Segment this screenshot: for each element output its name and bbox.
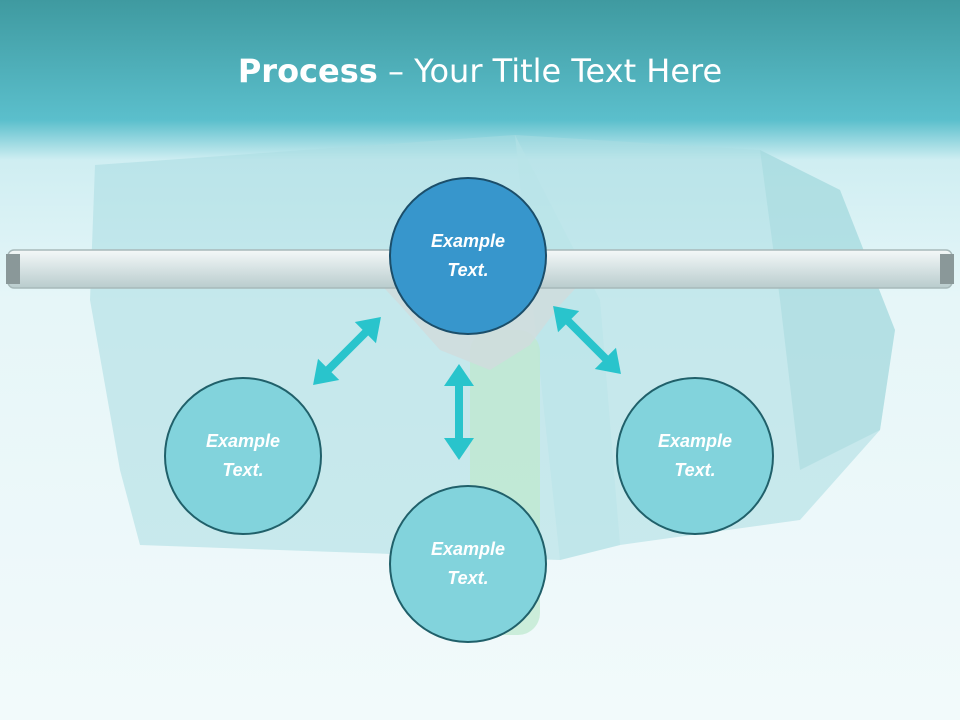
title-rest: – Your Title Text Here bbox=[377, 52, 723, 90]
node-bottom-line1: Example bbox=[430, 539, 506, 559]
node-left: Example Text. bbox=[164, 377, 322, 535]
node-right-line2: Text. bbox=[674, 460, 716, 480]
slide-title: Process – Your Title Text Here bbox=[238, 52, 722, 150]
arrow-vertical bbox=[444, 364, 474, 460]
arrow-up-left bbox=[313, 317, 381, 385]
node-left-line2: Text. bbox=[222, 460, 264, 480]
node-bottom: Example Text. bbox=[389, 485, 547, 643]
node-bottom-line2: Text. bbox=[447, 568, 489, 588]
squeegee-cap-right bbox=[940, 254, 954, 284]
node-main-line2: Text. bbox=[447, 260, 489, 280]
node-left-line1: Example bbox=[205, 431, 281, 451]
towel-fold-right bbox=[760, 150, 895, 470]
node-right: Example Text. bbox=[616, 377, 774, 535]
squeegee-cap-left bbox=[6, 254, 20, 284]
arrow-up-right bbox=[553, 306, 621, 374]
title-bar: Process – Your Title Text Here bbox=[0, 0, 960, 150]
title-bold: Process bbox=[237, 52, 378, 90]
node-right-line1: Example bbox=[657, 431, 733, 451]
node-main-line1: Example bbox=[430, 231, 506, 251]
node-main: Example Text. bbox=[389, 177, 547, 335]
